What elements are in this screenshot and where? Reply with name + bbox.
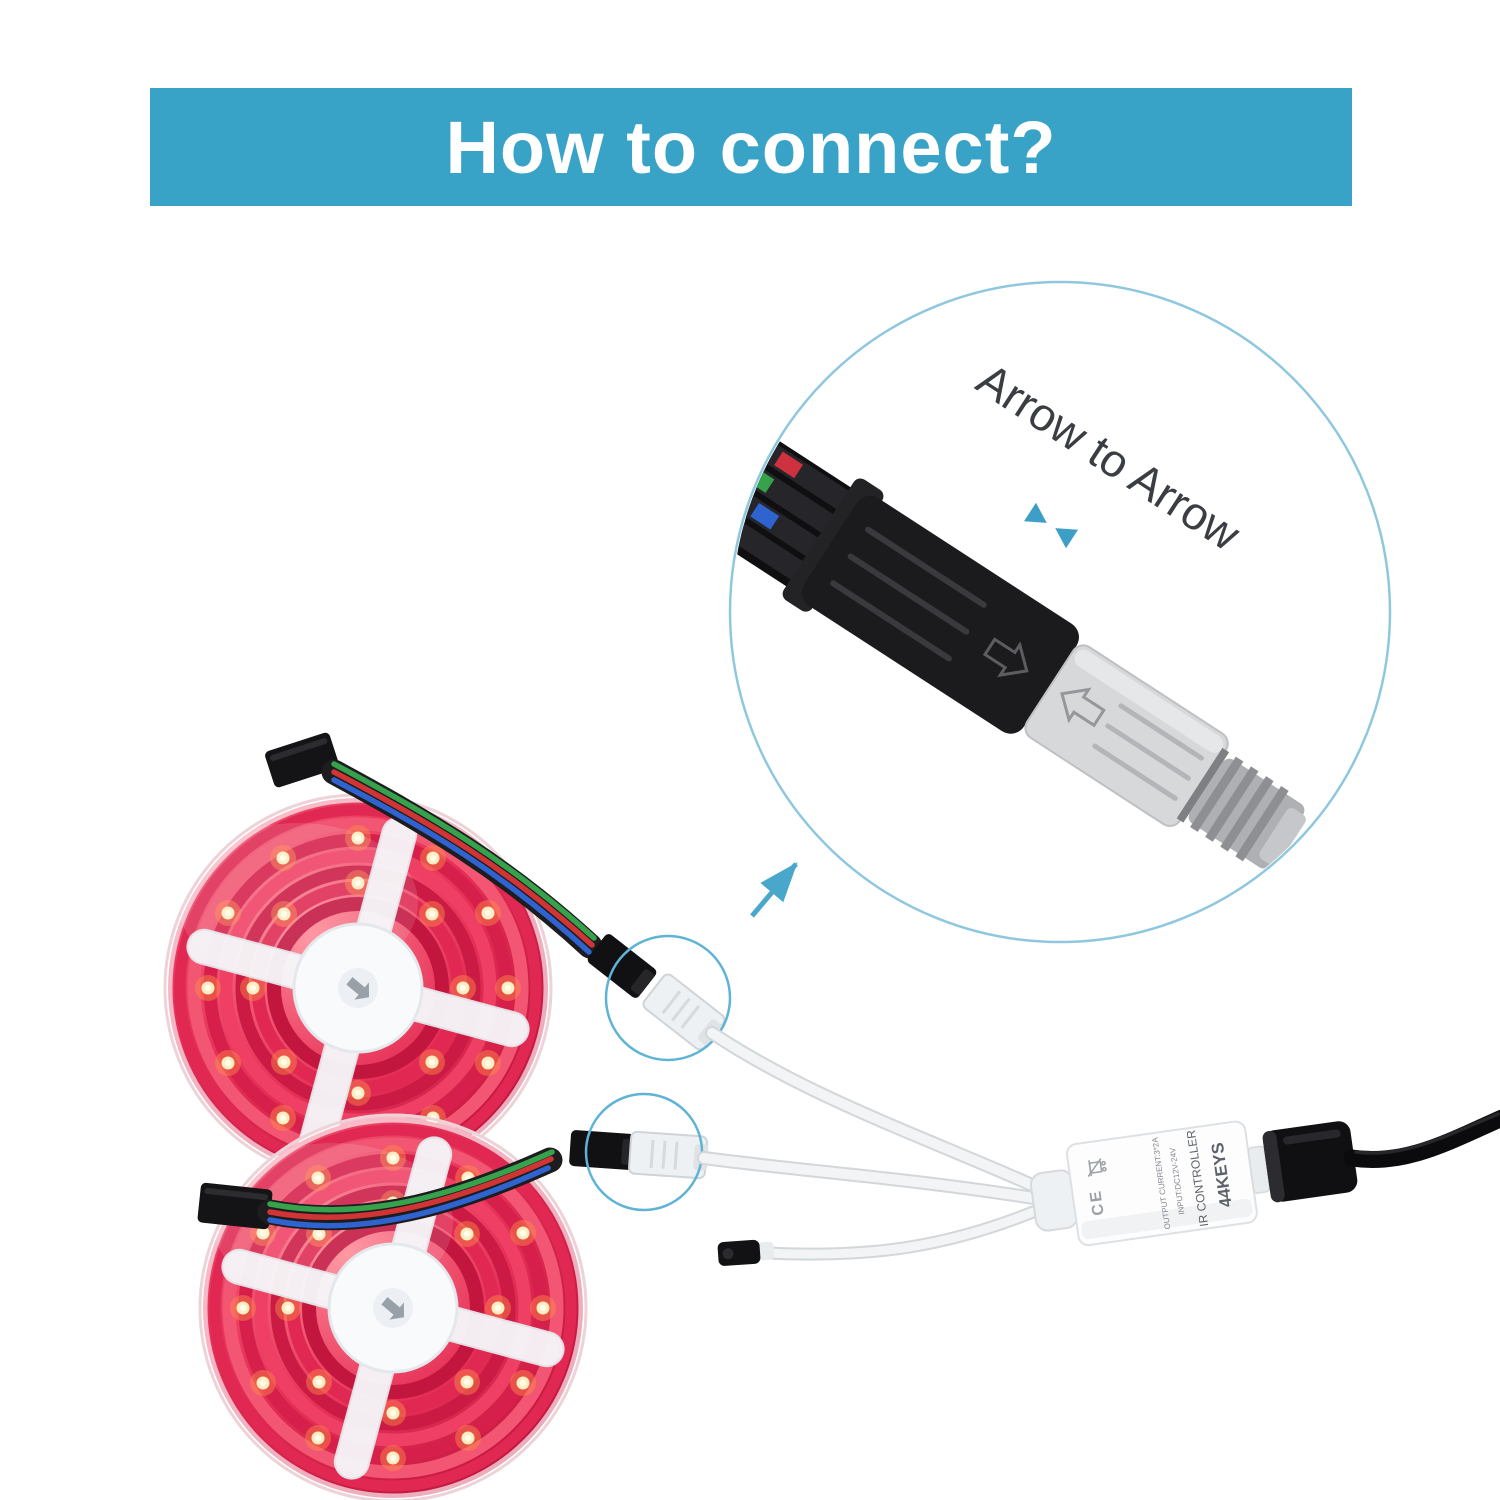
connection-highlight-circle-1 xyxy=(604,934,732,1062)
black-plug-2 xyxy=(569,1130,635,1170)
rgb-ribbon-1 xyxy=(321,759,603,959)
strip-connector-block-1 xyxy=(265,732,339,788)
ir-receiver xyxy=(717,1239,775,1266)
weee-bin-icon xyxy=(1087,1158,1107,1177)
connector-barrel xyxy=(1176,747,1306,869)
black-plug-1 xyxy=(587,934,657,998)
black-connector-arrow-icon xyxy=(982,637,1029,678)
banner: How to connect? xyxy=(150,88,1352,206)
page-title: How to connect? xyxy=(445,105,1057,189)
white-connector-zoomed xyxy=(1024,644,1229,827)
pointer-arrow-icon xyxy=(750,862,798,918)
ce-mark: CE xyxy=(1087,1188,1107,1216)
rgb-ribbon-2 xyxy=(257,1147,563,1231)
ir-controller: 44KEYS IR CONTROLLER INPUT:DC12V-24V OUT… xyxy=(1029,1120,1358,1247)
arrow-to-arrow-icons xyxy=(1024,502,1078,549)
dc-power-plug xyxy=(1262,1121,1358,1203)
black-connector-zoomed xyxy=(782,478,1079,734)
white-plug-2 xyxy=(628,1130,709,1180)
controller-input-cables xyxy=(697,1026,1057,1261)
strip-connector-block-2 xyxy=(197,1182,273,1230)
power-cable xyxy=(1343,1109,1500,1169)
white-connector-arrow-icon xyxy=(1060,687,1106,728)
connection-inset: Arrow to Arrow xyxy=(728,280,1392,944)
